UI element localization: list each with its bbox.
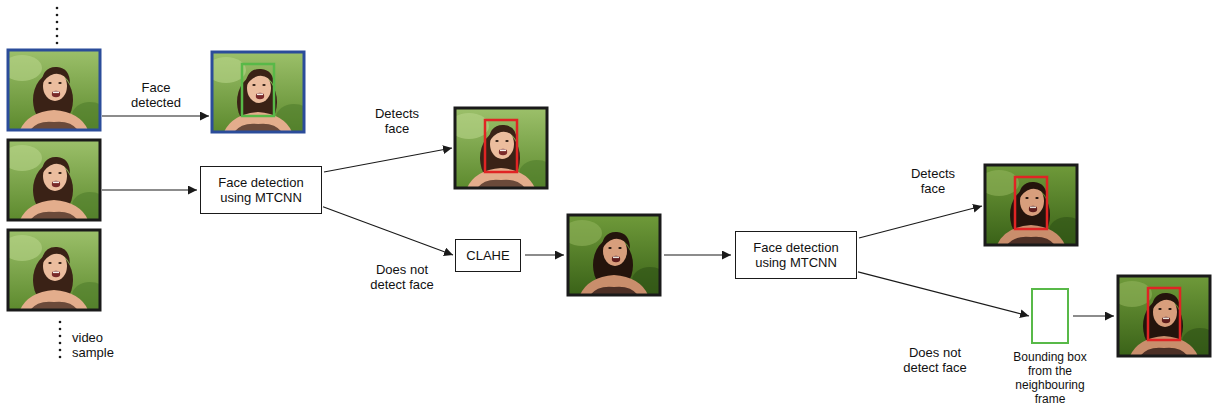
video-frame	[2, 50, 108, 130]
flow-label: video sample	[72, 330, 124, 360]
process-box: Face detection using MTCNN	[735, 231, 857, 279]
flow-label: Face detected	[125, 80, 187, 110]
detected-frame	[449, 108, 555, 188]
node-text: Face detection using MTCNN	[745, 240, 847, 270]
connector-arrow	[858, 272, 1029, 316]
node-text: Bounding box from the neighbouring frame	[1000, 350, 1100, 406]
process-box: CLAHE	[455, 239, 521, 272]
detected-frame	[979, 165, 1085, 245]
bounding-box-node: Bounding box from the neighbouring frame	[1000, 288, 1100, 406]
final-frame	[1112, 276, 1218, 356]
connector-arrow	[323, 207, 453, 255]
flow-arrow	[102, 116, 1114, 316]
bounding-box-outline	[1031, 288, 1069, 344]
process-box: Face detection using MTCNN	[200, 166, 322, 214]
detected-frame	[206, 52, 312, 132]
video-frame	[2, 230, 108, 310]
flow-label: Detects face	[368, 106, 426, 136]
enhanced-frame	[562, 215, 668, 295]
node-text: Face detection using MTCNN	[210, 175, 312, 205]
node-text: CLAHE	[465, 248, 511, 263]
edge-label: Does not detect face	[362, 262, 442, 292]
flow-label: Detects face	[904, 166, 962, 196]
video-frame	[2, 140, 108, 220]
edge-label: Does not detect face	[895, 345, 975, 375]
